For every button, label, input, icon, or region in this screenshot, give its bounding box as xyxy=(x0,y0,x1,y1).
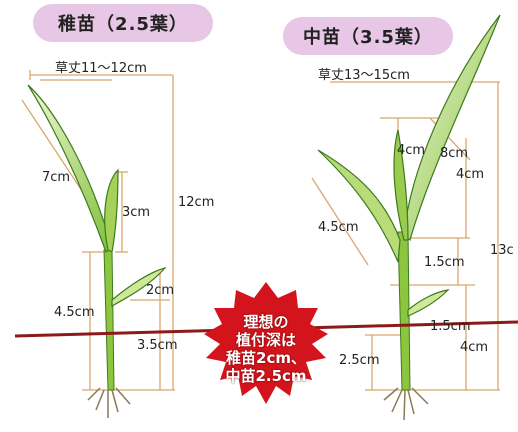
label-2-5cm: 2.5cm xyxy=(339,353,380,368)
label-3-5cm: 3.5cm xyxy=(137,338,178,353)
callout-line-4: 中苗2.5cm xyxy=(225,367,307,385)
callout-line-1: 理想の xyxy=(243,313,289,331)
dimension-lines xyxy=(21,70,500,391)
label-4cm-mid: 4cm xyxy=(456,167,485,182)
callout-line-2: 植付深は xyxy=(235,331,296,349)
label-4cm-bottom: 4cm xyxy=(460,340,489,355)
label-4-5cm-right: 4.5cm xyxy=(318,220,359,235)
label-3cm: 3cm xyxy=(122,205,151,220)
label-4cm-top: 4cm xyxy=(397,143,426,158)
callout-text: 理想の 植付深は 稚苗2cm、 中苗2.5cm xyxy=(205,313,327,385)
callout-line-3: 稚苗2cm、 xyxy=(226,349,306,367)
right-title-badge: 中苗（3.5葉） xyxy=(283,17,453,55)
label-2cm: 2cm xyxy=(146,283,175,298)
label-12cm: 12cm xyxy=(178,195,215,210)
right-height-label: 草丈13～15cm xyxy=(318,68,410,83)
label-1-5cm-b: 1.5cm xyxy=(430,319,471,334)
label-4-5cm: 4.5cm xyxy=(54,305,95,320)
label-13c: 13c xyxy=(490,243,514,258)
right-seedling xyxy=(317,14,501,421)
label-8cm: 8cm xyxy=(440,146,469,161)
left-seedling xyxy=(27,84,167,418)
label-1-5cm-a: 1.5cm xyxy=(424,255,465,270)
label-7cm: 7cm xyxy=(42,170,71,185)
callout-burst xyxy=(204,282,328,404)
left-height-label: 草丈11～12cm xyxy=(55,61,147,76)
left-title-badge: 稚苗（2.5葉） xyxy=(33,4,213,42)
